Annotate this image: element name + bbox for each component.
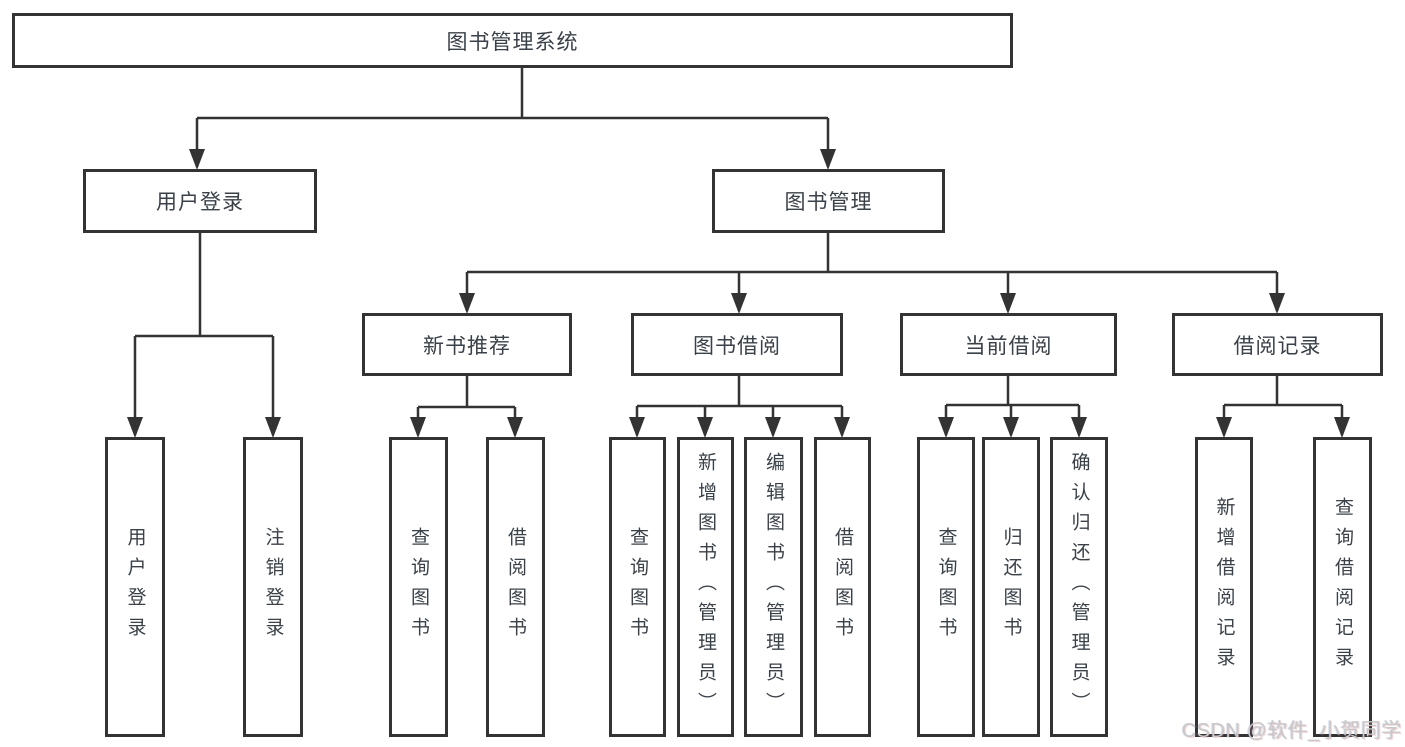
leaf-query-books-recommend: 查询图书	[389, 437, 448, 737]
node-label: 借阅图书	[832, 527, 853, 647]
node-label: 图书管理	[784, 191, 873, 214]
node-label: 确认归还（管理员）	[1068, 452, 1090, 722]
node-label: 查询图书	[408, 527, 429, 647]
leaf-confirm-return-admin: 确认归还（管理员）	[1050, 437, 1108, 737]
leaf-query-borrow-record: 查询借阅记录	[1313, 437, 1372, 737]
node-label: 图书借阅	[693, 334, 781, 358]
node-label: 借阅图书	[505, 527, 526, 647]
leaf-query-books-borrow: 查询图书	[609, 437, 666, 737]
leaf-add-book-admin: 新增图书（管理员）	[677, 437, 734, 737]
node-label: 查询图书	[627, 527, 648, 647]
node-label: 新书推荐	[423, 334, 511, 358]
node-borrowing-records: 借阅记录	[1172, 313, 1383, 376]
node-label: 新增借阅记录	[1213, 497, 1235, 677]
leaf-logout: 注销登录	[243, 437, 303, 737]
node-library-management-system: 图书管理系统	[12, 13, 1013, 68]
node-label: 查询图书	[935, 527, 957, 647]
leaf-edit-book-admin: 编辑图书（管理员）	[744, 437, 803, 737]
leaf-add-borrow-record: 新增借阅记录	[1195, 437, 1253, 737]
node-new-book-recommend: 新书推荐	[362, 313, 572, 376]
node-label: 归还图书	[1000, 527, 1022, 647]
node-label: 注销登录	[262, 527, 284, 647]
arrowheads	[127, 149, 1350, 438]
leaf-borrow-books: 借阅图书	[814, 437, 871, 737]
node-label: 用户登录	[156, 191, 244, 214]
node-book-borrowing: 图书借阅	[631, 313, 843, 376]
node-label: 借阅记录	[1233, 334, 1322, 358]
node-label: 新增图书（管理员）	[695, 452, 716, 722]
leaf-query-books-current: 查询图书	[917, 437, 975, 737]
node-label: 图书管理系统	[446, 30, 579, 54]
leaf-return-book: 归还图书	[982, 437, 1040, 737]
node-current-borrowing: 当前借阅	[900, 313, 1117, 376]
node-label: 当前借阅	[964, 334, 1053, 358]
node-book-management: 图书管理	[712, 169, 945, 233]
node-label: 查询借阅记录	[1332, 497, 1353, 677]
leaf-user-login: 用户登录	[105, 437, 165, 737]
leaf-borrow-books-recommend: 借阅图书	[486, 437, 545, 737]
csdn-watermark: CSDN @软件_小贺同学	[1181, 720, 1402, 742]
node-label: 用户登录	[124, 527, 146, 647]
node-user-login: 用户登录	[83, 169, 317, 233]
node-label: 编辑图书（管理员）	[763, 452, 784, 722]
